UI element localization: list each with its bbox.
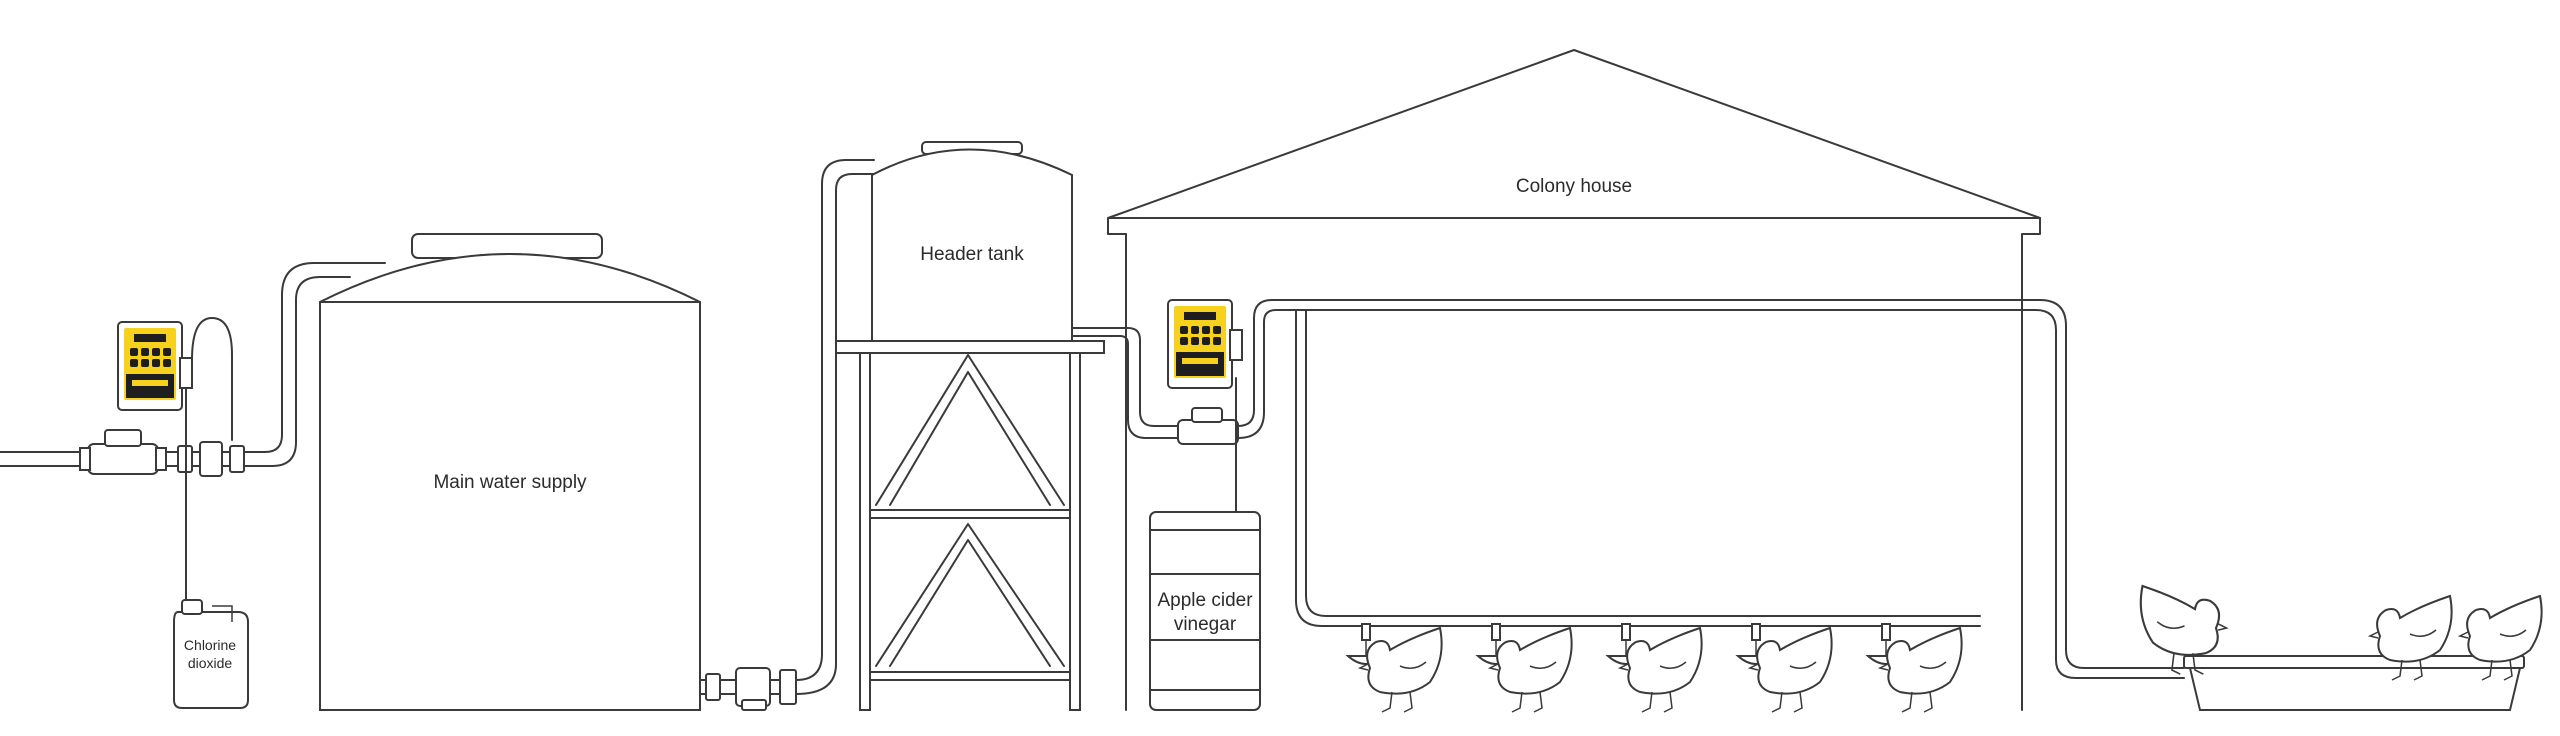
chicken-icon [2457, 594, 2543, 681]
chicken-icon [1747, 626, 1833, 713]
apple-cider-vinegar-barrel: Apple cider vinegar [1149, 511, 1261, 711]
chlorine-dioxide-label-2: dioxide [188, 655, 233, 671]
apple-cider-vinegar-label-1: Apple cider [1157, 590, 1253, 611]
chicken-icon [1877, 626, 1963, 713]
trough-chickens [2139, 584, 2543, 681]
header-tank-stand [835, 340, 1105, 711]
chicken-icon [2367, 594, 2453, 681]
colony-house-label: Colony house [1516, 176, 1632, 197]
header-to-house-pipe [1071, 327, 1181, 439]
apple-cider-vinegar-label-2: vinegar [1174, 614, 1237, 635]
chlorine-dioxide-container: Chlorine dioxide [173, 599, 249, 709]
main-water-tank: Main water supply [319, 233, 701, 711]
drinker-row [1345, 623, 1963, 713]
doser-house [1167, 299, 1243, 513]
chlorine-dioxide-label-1: Chlorine [184, 637, 236, 653]
header-tank: Header tank [871, 141, 1073, 342]
doser-left [117, 317, 233, 613]
header-tank-label: Header tank [920, 244, 1024, 265]
chicken-icon [2139, 584, 2229, 675]
water-meter-icon [79, 429, 167, 475]
water-meter-icon-2 [1177, 407, 1239, 445]
chicken-icon [1357, 626, 1443, 713]
main-water-supply-label: Main water supply [433, 472, 587, 493]
colony-house: Colony house [1107, 49, 2041, 711]
house-distribution-pipe [1237, 299, 2185, 679]
valve-icon [199, 441, 223, 477]
chicken-icon [1487, 626, 1573, 713]
water-trough [2183, 655, 2525, 711]
inlet-pipe [0, 451, 91, 467]
main-to-header-pipe [699, 159, 875, 711]
supply-riser-pipe [249, 262, 386, 467]
chicken-icon [1617, 626, 1703, 713]
